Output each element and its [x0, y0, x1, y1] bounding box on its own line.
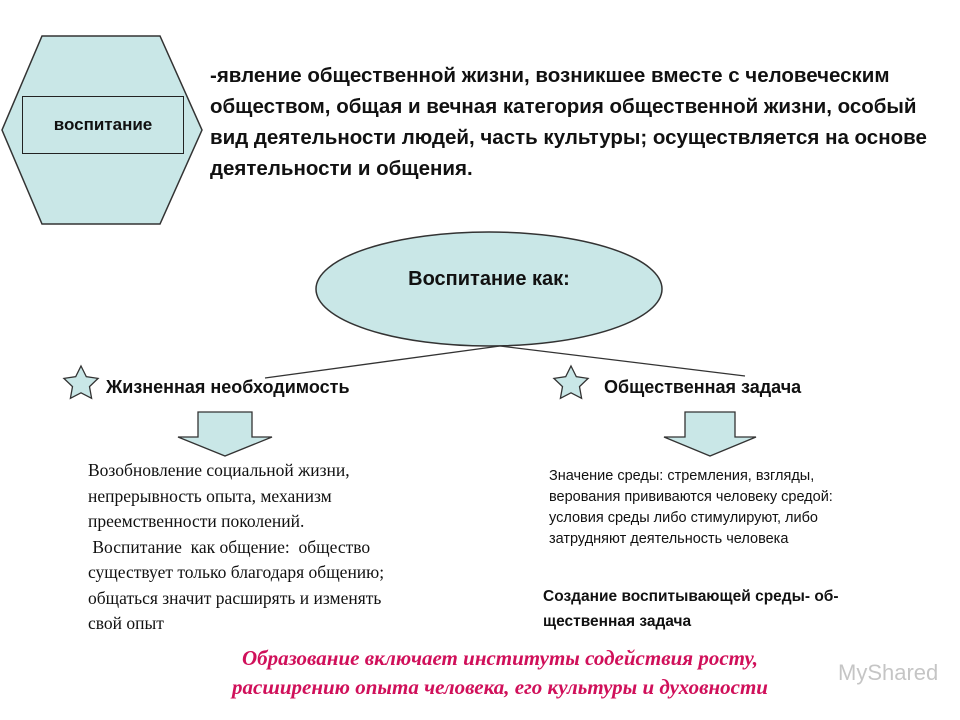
arrow-down-icon	[177, 411, 273, 457]
left-branch-title: Жизненная необходимость	[106, 377, 350, 397]
hexagon-shape	[1, 35, 203, 225]
hexagon-label: воспитание	[22, 96, 184, 154]
text-line: условия среды либо стимулируют, либо	[549, 510, 818, 526]
star-icon	[62, 364, 100, 400]
definition-text: -явление общественной жизни, возникшее в…	[210, 64, 927, 180]
left-branch-text: Возобновление социальной жизни, непрерыв…	[88, 458, 468, 637]
right-branch-text: Значение среды: стремления, взгляды, вер…	[549, 466, 929, 550]
connector-left	[264, 345, 501, 379]
center-ellipse	[315, 231, 663, 347]
text-line: непрерывность опыта, механизм	[88, 485, 332, 506]
right-branch-conclusion: Создание воспитывающей среды- об- ществе…	[543, 584, 923, 634]
watermark-logo: MyShared	[838, 660, 939, 685]
right-branch-title: Общественная задача	[604, 377, 802, 397]
text-line: щественная задача	[543, 613, 692, 630]
arrow-down-icon	[663, 411, 757, 457]
connector-right	[499, 345, 746, 377]
footer-statement: Образование включает институты содействи…	[100, 644, 900, 702]
text-line: свой опыт	[88, 613, 164, 633]
text-line: затрудняют деятельность человека	[549, 531, 789, 547]
text-line: существует только благодаря общению;	[88, 562, 385, 582]
footer-line: расширению опыта человека, его культуры …	[232, 675, 768, 699]
text-line: Возобновление социальной жизни,	[88, 460, 350, 480]
text-line: Воспитание как общение: общество	[88, 536, 371, 557]
text-line: верования прививаются человеку средой:	[549, 489, 833, 505]
center-label: Воспитание как:	[408, 268, 570, 290]
footer-line: Образование включает институты содействи…	[242, 646, 758, 670]
text-line: Создание воспитывающей среды- об-	[543, 588, 839, 605]
text-line: Значение среды: стремления, взгляды,	[549, 468, 815, 484]
text-line: преемственности поколений.	[88, 511, 305, 531]
star-icon	[552, 364, 590, 400]
text-line: общаться значит расширять и изменять	[88, 587, 382, 608]
